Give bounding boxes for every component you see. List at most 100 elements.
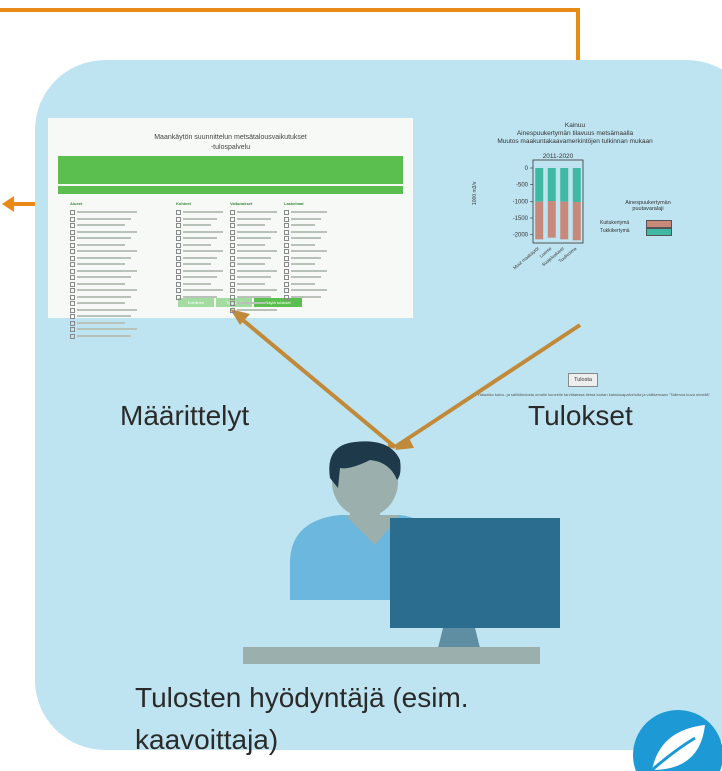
option-checkbox[interactable] — [70, 301, 75, 306]
option-checkbox[interactable] — [230, 294, 235, 300]
option-checkbox[interactable] — [230, 255, 235, 261]
option-checkbox[interactable] — [70, 249, 75, 254]
option-checkbox[interactable] — [284, 275, 289, 280]
legend-swatch-tukki — [646, 228, 672, 236]
option-checkbox[interactable] — [284, 216, 289, 222]
option-text — [77, 295, 131, 298]
legend-label-tukki: Tukkikertymä — [600, 228, 630, 234]
option-checkbox[interactable] — [284, 268, 289, 274]
info-banner — [58, 156, 403, 184]
option-text — [77, 269, 137, 272]
option-checkbox[interactable] — [284, 229, 289, 235]
option-text — [237, 250, 277, 252]
print-button[interactable]: Tulosta — [568, 373, 598, 387]
option-checkbox[interactable] — [70, 210, 75, 215]
option-checkbox[interactable] — [176, 262, 181, 267]
option-checkbox[interactable] — [284, 281, 289, 287]
option-checkbox[interactable] — [70, 307, 75, 313]
option-checkbox[interactable] — [176, 236, 181, 241]
option-checkbox[interactable] — [70, 333, 75, 339]
option-checkbox[interactable] — [230, 307, 235, 313]
label-tulokset: Tulokset — [528, 400, 633, 431]
option-checkbox[interactable] — [176, 216, 181, 222]
option-text — [77, 334, 131, 337]
previous-button[interactable]: Edellinen — [178, 298, 214, 307]
show-results-button[interactable]: Näytä tulokset — [254, 298, 302, 307]
option-text — [291, 282, 315, 285]
option-checkbox[interactable] — [176, 275, 181, 280]
option-checkbox[interactable] — [176, 288, 181, 293]
option-checkbox[interactable] — [70, 320, 75, 326]
option-checkbox[interactable] — [284, 249, 289, 254]
option-checkbox[interactable] — [284, 294, 289, 300]
option-text — [237, 276, 271, 278]
bar-kuitu — [547, 201, 556, 238]
option-checkbox[interactable] — [284, 255, 289, 261]
column-title-effects: Vaikutukset — [230, 201, 253, 206]
bar-tukki — [547, 168, 556, 201]
option-checkbox[interactable] — [176, 210, 181, 215]
option-checkbox[interactable] — [176, 255, 181, 261]
option-checkbox[interactable] — [284, 262, 289, 267]
option-text — [237, 302, 265, 304]
option-text — [237, 237, 271, 239]
option-checkbox[interactable] — [70, 255, 75, 261]
option-checkbox[interactable] — [70, 229, 75, 235]
option-text — [237, 217, 271, 220]
option-checkbox[interactable] — [230, 242, 235, 248]
option-checkbox[interactable] — [176, 294, 181, 300]
option-checkbox[interactable] — [70, 223, 75, 228]
option-checkbox[interactable] — [70, 268, 75, 274]
option-checkbox[interactable] — [230, 210, 235, 215]
option-checkbox[interactable] — [70, 288, 75, 293]
option-text — [77, 302, 125, 304]
y-tick-label: -500 — [516, 183, 529, 189]
option-text — [183, 276, 217, 278]
option-checkbox[interactable] — [230, 281, 235, 287]
option-text — [237, 230, 277, 233]
option-checkbox[interactable] — [70, 327, 75, 332]
option-checkbox[interactable] — [176, 223, 181, 228]
option-text — [237, 256, 271, 259]
results-screenshot: Kainuu Ainespuukertymän tilavuus metsäma… — [470, 122, 720, 352]
option-checkbox[interactable] — [284, 288, 289, 293]
option-checkbox[interactable] — [230, 229, 235, 235]
option-checkbox[interactable] — [176, 229, 181, 235]
option-text — [237, 289, 277, 291]
option-checkbox[interactable] — [230, 262, 235, 267]
option-text — [77, 328, 137, 330]
legend-swatch-kuitu — [646, 220, 672, 228]
option-text — [183, 230, 223, 233]
option-text — [291, 237, 321, 239]
option-checkbox[interactable] — [70, 242, 75, 248]
option-checkbox[interactable] — [70, 294, 75, 300]
bar-tukki — [572, 168, 581, 202]
option-checkbox[interactable] — [284, 236, 289, 241]
option-checkbox[interactable] — [230, 216, 235, 222]
option-checkbox[interactable] — [230, 275, 235, 280]
option-checkbox[interactable] — [284, 223, 289, 228]
option-checkbox[interactable] — [70, 275, 75, 280]
option-checkbox[interactable] — [284, 210, 289, 215]
option-checkbox[interactable] — [176, 249, 181, 254]
option-checkbox[interactable] — [230, 268, 235, 274]
option-checkbox[interactable] — [70, 262, 75, 267]
option-checkbox[interactable] — [176, 242, 181, 248]
option-checkbox[interactable] — [230, 249, 235, 254]
option-checkbox[interactable] — [70, 281, 75, 287]
legend-label-kuitu: Kuitukertymä — [600, 220, 630, 226]
option-checkbox[interactable] — [284, 242, 289, 248]
option-checkbox[interactable] — [230, 288, 235, 293]
option-checkbox[interactable] — [70, 314, 75, 319]
option-text — [291, 243, 315, 246]
option-checkbox[interactable] — [70, 236, 75, 241]
option-checkbox[interactable] — [176, 281, 181, 287]
option-checkbox[interactable] — [230, 236, 235, 241]
option-checkbox[interactable] — [230, 301, 235, 306]
option-checkbox[interactable] — [230, 223, 235, 228]
option-text — [77, 282, 125, 285]
option-text — [77, 263, 125, 265]
option-checkbox[interactable] — [70, 216, 75, 222]
option-checkbox[interactable] — [176, 268, 181, 274]
